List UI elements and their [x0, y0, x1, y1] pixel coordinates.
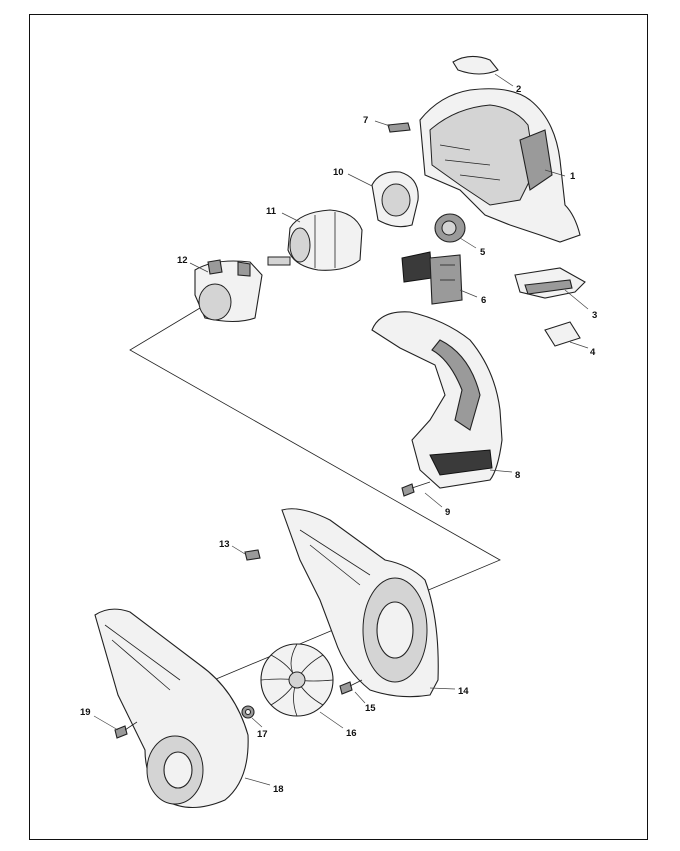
callout-16: 16 — [346, 728, 357, 739]
part-6-switch — [401, 251, 463, 305]
callout-13: 13 — [219, 539, 230, 550]
callout-15: 15 — [365, 703, 376, 714]
part-16-fan — [260, 643, 334, 717]
part-2-label — [452, 55, 499, 75]
callout-5: 5 — [480, 247, 486, 258]
callout-19: 19 — [80, 707, 91, 718]
callout-12: 12 — [177, 255, 188, 266]
part-12-holder — [194, 259, 263, 323]
part-8-handle — [371, 311, 503, 489]
callout-2: 2 — [516, 84, 521, 95]
callout-6: 6 — [481, 295, 486, 306]
callout-3: 3 — [592, 310, 597, 321]
callout-9: 9 — [445, 507, 450, 518]
callout-labels: 1 2 3 4 5 6 7 8 9 10 11 12 13 14 15 16 1… — [80, 84, 597, 795]
part-18-front-housing — [94, 608, 249, 808]
part-10-bracket — [371, 171, 419, 228]
part-11-motor — [267, 209, 363, 271]
callout-17: 17 — [257, 729, 268, 740]
callout-1: 1 — [570, 171, 576, 182]
part-19-screw — [114, 721, 138, 739]
leader-lines — [93, 73, 589, 786]
part-13-clip — [244, 549, 261, 561]
part-17-washer — [241, 705, 255, 719]
part-15-screw — [339, 679, 363, 695]
callout-8: 8 — [515, 470, 520, 481]
part-4-label — [544, 321, 581, 347]
callout-7: 7 — [363, 115, 368, 126]
callout-14: 14 — [458, 686, 469, 697]
part-14-fan-housing — [281, 508, 439, 698]
part-9-screw — [401, 481, 431, 497]
callout-18: 18 — [273, 784, 284, 795]
callout-10: 10 — [333, 167, 344, 178]
part-7-clip — [387, 122, 411, 133]
callout-4: 4 — [590, 347, 596, 358]
drawing-border — [29, 14, 648, 840]
part-1-housing — [419, 88, 581, 243]
part-5-knob — [434, 213, 466, 243]
part-3-terminal — [514, 267, 586, 299]
callout-11: 11 — [266, 206, 277, 217]
